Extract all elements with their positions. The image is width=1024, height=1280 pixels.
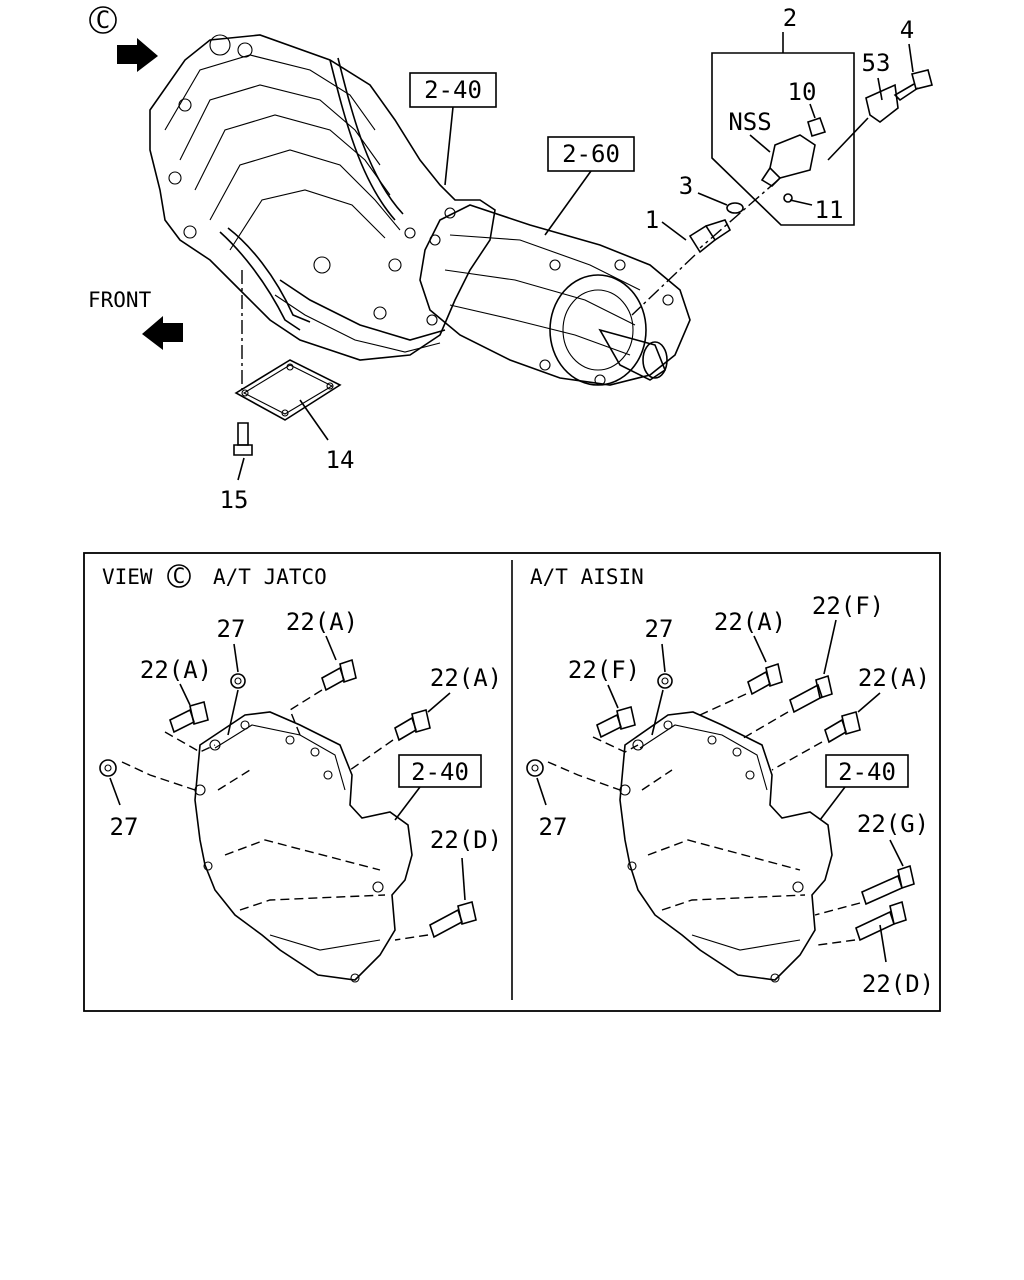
nss-subassembly: 2 NSS 10 11	[711, 4, 855, 226]
jatco-bolt-22a-left	[169, 700, 209, 734]
front-arrow-icon	[142, 316, 183, 350]
jatco-bolt-22a-right	[394, 708, 431, 742]
aisin-22f-top-label: 22(F)	[812, 592, 884, 620]
aisin-nut-27-top	[657, 673, 673, 689]
aisin-bolt-22d	[855, 900, 907, 942]
aisin-callout-2-40-box	[825, 754, 909, 788]
aisin-callout-2-40: 2-40	[838, 758, 896, 786]
aisin-22d-label: 22(D)	[862, 970, 934, 998]
panel-jatco: VIEW C A/T JATCO 22(A) 22(A)	[99, 564, 502, 983]
jatco-callout-2-40-box	[398, 754, 482, 788]
aisin-22g-label: 22(G)	[857, 810, 929, 838]
part-4-label: 4	[900, 16, 914, 44]
callout-2-40: 2-40	[424, 76, 482, 104]
part-14-label: 14	[326, 446, 355, 474]
nss-label: NSS	[728, 108, 771, 136]
callout-2-60: 2-60	[562, 140, 620, 168]
part-10-label: 10	[788, 78, 817, 106]
part-2-label: 2	[783, 4, 797, 32]
jatco-bolt-22a-top	[321, 658, 357, 692]
aisin-bolt-22f-left	[596, 705, 636, 739]
callout-2-40-box	[409, 72, 497, 108]
top-exploded-view: C FRONT	[88, 4, 933, 514]
aisin-bolt-22f-top	[789, 674, 833, 714]
jatco-22a-top-label: 22(A)	[286, 608, 358, 636]
part-4-bolt-icon	[893, 69, 933, 102]
jatco-title-marker: C	[173, 564, 186, 588]
aisin-bell-housing	[619, 711, 833, 981]
view-panel-frame	[83, 552, 941, 1012]
jatco-nut-27-left	[99, 759, 117, 777]
jatco-22a-right-label: 22(A)	[430, 664, 502, 692]
part-53-label: 53	[862, 49, 891, 77]
front-label: FRONT	[88, 288, 152, 312]
aisin-22a-right-label: 22(A)	[858, 664, 930, 692]
jatco-27-left-label: 27	[110, 813, 139, 841]
view-c-marker: C	[89, 6, 117, 34]
part-3-oring	[726, 202, 744, 214]
aisin-27-left-label: 27	[539, 813, 568, 841]
jatco-title-prefix: VIEW	[102, 565, 153, 589]
part-15-bolt-icon	[233, 422, 253, 456]
aisin-bolt-22g	[861, 864, 915, 906]
jatco-title: A/T JATCO	[213, 565, 327, 589]
aisin-title: A/T AISIN	[530, 565, 644, 589]
transmission-assembly	[149, 34, 496, 361]
aisin-bolt-22a-top	[747, 662, 783, 696]
part-3-label: 3	[679, 172, 693, 200]
jatco-22d-label: 22(D)	[430, 826, 502, 854]
part-15-label: 15	[220, 486, 249, 514]
part-1-label: 1	[645, 206, 659, 234]
jatco-27-top-label: 27	[217, 615, 246, 643]
part-53-bracket	[865, 83, 899, 123]
part-1-gear	[688, 219, 732, 254]
jatco-bolt-22d	[429, 900, 477, 939]
view-c-arrow-icon	[117, 38, 158, 72]
part-14-plate	[234, 359, 342, 421]
aisin-nut-27-left	[526, 759, 544, 777]
jatco-22a-left-label: 22(A)	[140, 656, 212, 684]
extension-housing	[419, 204, 691, 386]
jatco-nut-27-top	[230, 673, 246, 689]
aisin-22f-left-label: 22(F)	[568, 656, 640, 684]
aisin-22a-top-label: 22(A)	[714, 608, 786, 636]
aisin-27-top-label: 27	[645, 615, 674, 643]
jatco-callout-2-40: 2-40	[411, 758, 469, 786]
jatco-bell-housing	[194, 711, 413, 981]
aisin-bolt-22a-right	[824, 710, 861, 744]
panel-aisin: A/T AISIN 22(A) 22(F)	[526, 565, 934, 998]
view-c-letter: C	[96, 6, 110, 34]
part-11-label: 11	[815, 196, 844, 224]
